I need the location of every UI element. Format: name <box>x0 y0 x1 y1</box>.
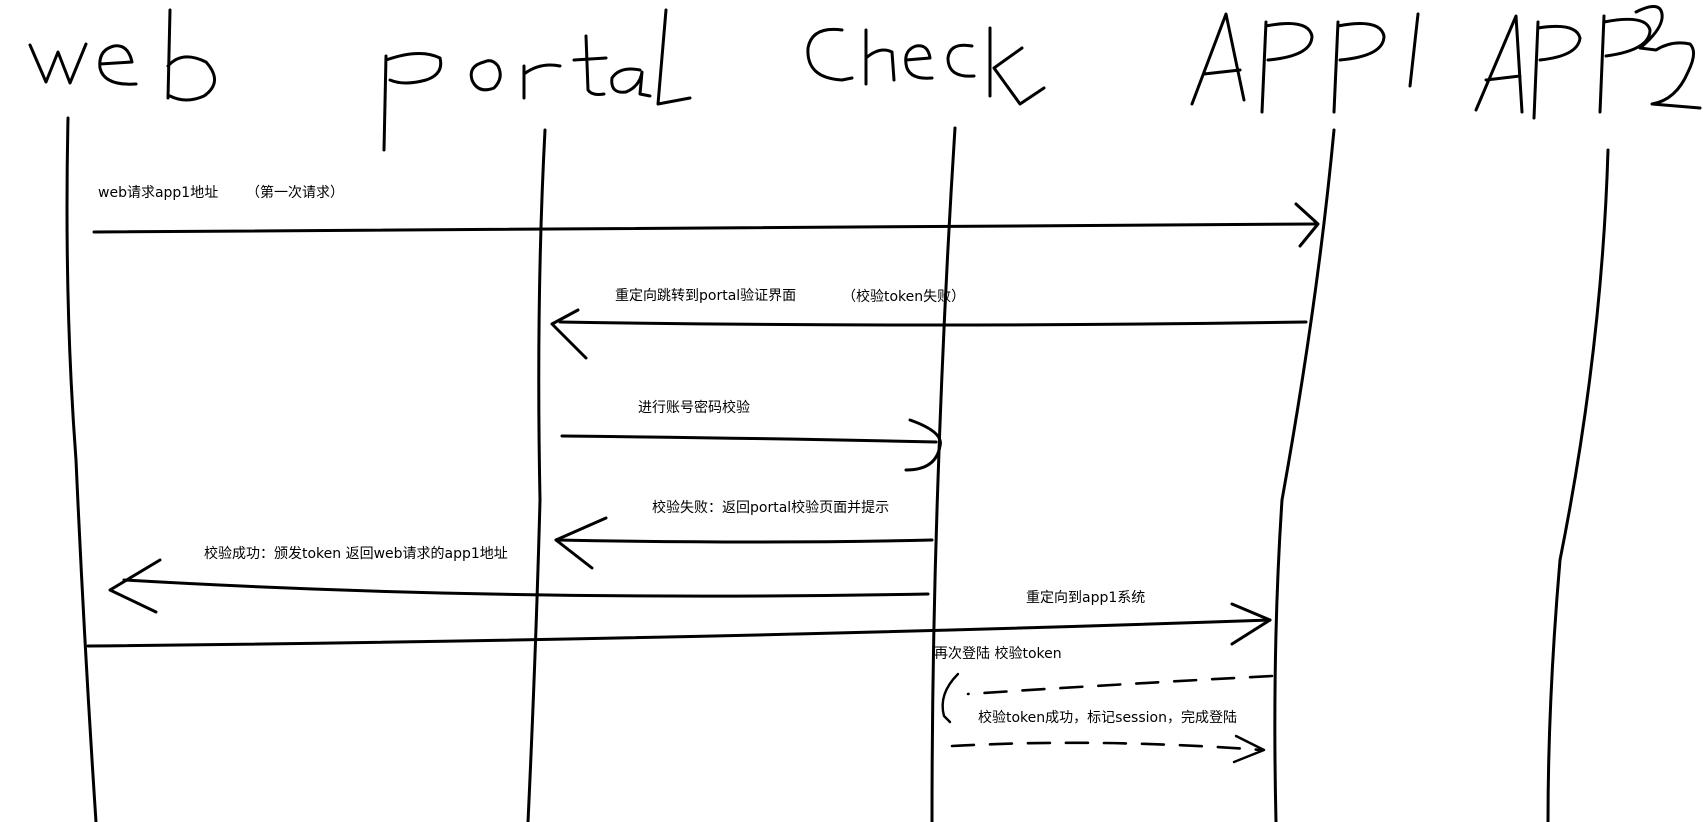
participant-title-app2 <box>1474 5 1702 120</box>
lifeline-web <box>65 116 98 822</box>
message-1-note: （第一次请求） <box>246 184 344 201</box>
message-1-label: web请求app1地址 <box>98 185 218 201</box>
message-5-label: 校验成功：颁发token 返回web请求的app1地址 <box>204 545 508 562</box>
message-7-label: 再次登陆 校验token <box>934 645 1062 662</box>
message-6-label: 重定向到app1系统 <box>1026 590 1145 606</box>
message-check-to-app1-session: 校验token成功，标记session，完成登陆 <box>950 709 1266 764</box>
message-app1-to-check-relogin: 再次登陆 校验token <box>934 645 1274 724</box>
lifeline-app1 <box>1273 128 1336 822</box>
message-check-to-portal-failure: 校验失败：返回portal校验页面并提示 <box>554 499 934 570</box>
message-4-label: 校验失败：返回portal校验页面并提示 <box>652 499 889 516</box>
participant-title-web <box>28 8 216 102</box>
message-web-to-app1: web请求app1地址 （第一次请求） <box>92 184 1320 248</box>
message-check-to-web-success: 校验成功：颁发token 返回web请求的app1地址 <box>108 545 930 614</box>
lifeline-portal <box>526 128 547 822</box>
lifeline-check <box>930 126 957 822</box>
message-8-label: 校验token成功，标记session，完成登陆 <box>978 709 1237 726</box>
participant-title-portal <box>382 8 692 152</box>
message-portal-to-check: 进行账号密码校验 <box>560 399 942 472</box>
message-app1-to-portal: 重定向跳转到portal验证界面 （校验token失败） <box>550 288 1308 360</box>
participant-title-check <box>806 26 1046 106</box>
participant-title-app1 <box>1190 12 1420 114</box>
message-2-note: （校验token失败） <box>842 288 965 305</box>
lifeline-app2 <box>1546 148 1610 822</box>
message-web-to-app1-redirect: 重定向到app1系统 <box>86 590 1272 648</box>
message-3-label: 进行账号密码校验 <box>638 399 750 416</box>
message-2-label: 重定向跳转到portal验证界面 <box>615 288 796 304</box>
